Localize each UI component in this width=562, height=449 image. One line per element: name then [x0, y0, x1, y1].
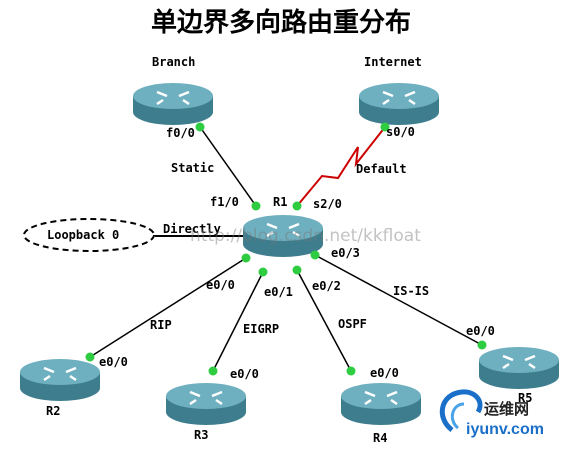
- loopback-ellipse: [23, 218, 155, 252]
- port-dot-r1-s20: [292, 201, 302, 211]
- link-r1-r2: [89, 257, 247, 358]
- port-dot-branch-f00: [195, 122, 205, 132]
- router-icon-r2[interactable]: [20, 359, 100, 401]
- port-dot-r4-e00: [346, 366, 356, 376]
- interface-label-branch-f00: f0/0: [166, 126, 195, 140]
- device-label-r1: R1: [273, 195, 288, 209]
- link-r1-internet-serial: [296, 126, 386, 207]
- protocol-label-isis: IS-IS: [393, 284, 430, 298]
- loopback-label: Loopback 0: [47, 228, 120, 242]
- interface-label-r1-e02: e0/2: [312, 279, 341, 293]
- device-label-r3: R3: [194, 428, 209, 442]
- protocol-label-rip: RIP: [150, 318, 172, 332]
- router-icon-r4[interactable]: [341, 383, 421, 425]
- device-label-r4: R4: [373, 431, 388, 445]
- router-icon-internet[interactable]: [359, 83, 439, 125]
- device-label-r2: R2: [46, 404, 61, 418]
- interface-label-r5-e00: e0/0: [466, 324, 495, 338]
- link-r1-branch: [199, 126, 257, 207]
- interface-label-r3-e00: e0/0: [230, 367, 259, 381]
- port-dot-internet-s00: [380, 122, 390, 132]
- protocol-label-static: Static: [171, 161, 215, 175]
- port-dot-r1-e03: [310, 250, 320, 260]
- protocol-label-ospf: OSPF: [338, 317, 367, 331]
- device-label-r5: R5: [518, 391, 533, 405]
- router-icon-r5[interactable]: [479, 347, 559, 389]
- port-dot-r1-e01: [258, 267, 268, 277]
- interface-label-r1-e00: e0/0: [206, 278, 235, 292]
- site-logo-icon: [439, 389, 483, 432]
- protocol-label-directly: Directly: [163, 222, 221, 236]
- interface-label-r1-e01: e0/1: [264, 285, 293, 299]
- port-dot-r5-e00: [477, 340, 487, 350]
- link-r1-r5: [314, 254, 483, 346]
- watermark-text: http://blog.csdn.net/kkfloat: [190, 226, 421, 246]
- site-logo-url: iyunv.com: [466, 421, 544, 438]
- protocol-label-default: Default: [356, 162, 407, 176]
- site-logo-name: 运维网: [484, 401, 530, 418]
- interface-label-r2-e00: e0/0: [99, 355, 128, 369]
- interface-label-internet-s00: s0/0: [386, 125, 415, 139]
- device-label-branch: Branch: [152, 55, 196, 69]
- interface-label-r4-e00: e0/0: [370, 366, 399, 380]
- port-dot-r1-e02: [292, 265, 302, 275]
- device-label-internet: Internet: [364, 55, 422, 69]
- protocol-label-eigrp: EIGRP: [243, 322, 280, 336]
- router-icon-branch[interactable]: [133, 83, 213, 125]
- interface-label-r1-s20: s2/0: [313, 197, 342, 211]
- link-r1-r3: [212, 271, 264, 372]
- port-dot-r1-e00: [241, 253, 251, 263]
- link-r1-r4: [296, 269, 352, 372]
- port-dot-r2-e00: [85, 352, 95, 362]
- router-icon-r1[interactable]: [243, 215, 323, 257]
- router-icon-r3[interactable]: [166, 383, 246, 425]
- interface-label-r1-e03: e0/3: [331, 246, 360, 260]
- interface-label-r1-f10: f1/0: [210, 195, 239, 209]
- port-dot-r1-f10: [251, 201, 261, 211]
- port-dot-r3-e00: [208, 366, 218, 376]
- page-title: 单边界多向路由重分布: [150, 8, 411, 38]
